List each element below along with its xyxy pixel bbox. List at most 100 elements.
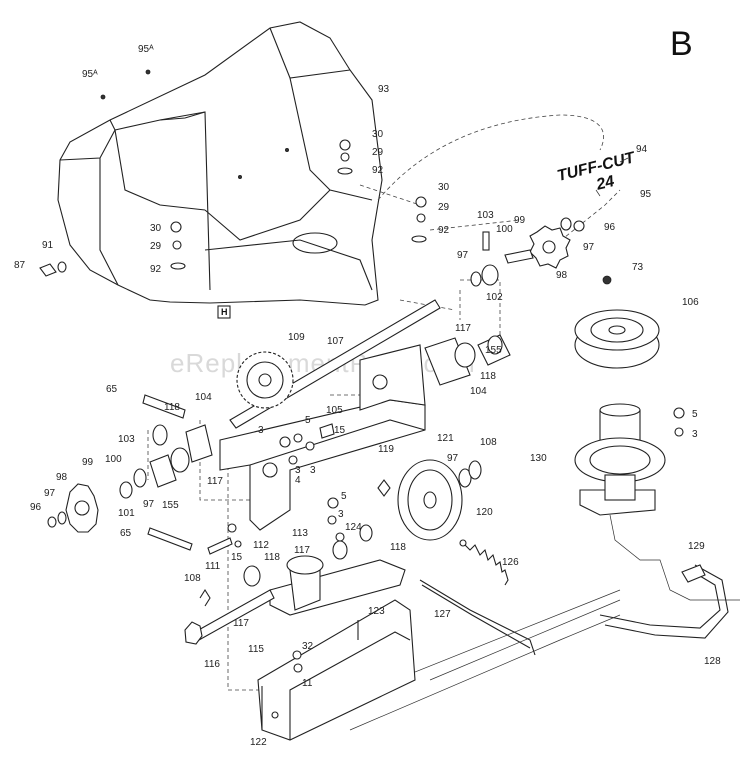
hub-102-group [470, 217, 585, 287]
callout-100a: 100 [496, 224, 513, 235]
callout-122: 122 [250, 737, 267, 748]
callout-65a: 65 [106, 384, 118, 395]
callout-109: 109 [288, 332, 305, 343]
callout-3c: 3 [692, 429, 698, 440]
svg-text:24: 24 [594, 173, 616, 194]
callout-29a: 29 [372, 147, 384, 158]
callout-120: 120 [476, 507, 493, 518]
callout-30a: 30 [372, 129, 384, 140]
callout-94: 94 [636, 144, 648, 155]
callout-29c: 29 [150, 241, 162, 252]
pulley-120 [397, 459, 482, 541]
callout-117a: 117 [455, 323, 471, 334]
callout-104b: 104 [195, 392, 212, 403]
callout-99a: 99 [514, 215, 526, 226]
spindle-130 [574, 403, 685, 516]
gear-98-left [47, 481, 133, 533]
callout-96a: 96 [604, 222, 616, 233]
callout-30b: 30 [438, 182, 450, 193]
callout-87: 87 [14, 260, 26, 271]
callout-95a_1: 95ᴬ [138, 44, 154, 55]
callout-3e: 3 [310, 465, 316, 476]
callout-91: 91 [42, 240, 54, 251]
callout-119: 119 [378, 444, 394, 455]
callout-155b: 155 [162, 500, 179, 511]
callout-5c: 5 [341, 491, 347, 502]
callout-15b: 15 [231, 552, 243, 563]
callout-3b: 3 [295, 465, 301, 476]
callout-101: 101 [118, 508, 135, 519]
callout-118a: 118 [480, 371, 496, 382]
bearing-assembly-left [133, 394, 213, 488]
callout-100b: 100 [105, 454, 122, 465]
callout-102: 102 [486, 292, 503, 303]
callout-92c: 92 [150, 264, 162, 275]
callout-95a_2: 95ᴬ [82, 69, 98, 80]
callout-117c: 117 [294, 545, 310, 556]
callout-113: 113 [292, 528, 308, 539]
callout-130: 130 [530, 453, 547, 464]
callout-29b: 29 [438, 202, 450, 213]
spring-126 [459, 539, 509, 586]
callout-98a: 98 [556, 270, 568, 281]
callout-3d: 3 [338, 509, 344, 520]
callout-112: 112 [253, 540, 269, 551]
callout-118d: 118 [264, 552, 280, 563]
callout-107: 107 [327, 336, 344, 347]
bolt-65-lower [147, 527, 193, 551]
callout-103b: 103 [118, 434, 135, 445]
callout-30c: 30 [150, 223, 162, 234]
rod-127 [419, 579, 536, 656]
gear-98-top [529, 225, 571, 269]
callout-124: 124 [345, 522, 362, 533]
callout-103a: 103 [477, 210, 494, 221]
callout-111: 111 [205, 561, 221, 572]
callout-93: 93 [378, 84, 390, 95]
bearing-assembly-right [424, 334, 511, 386]
callout-106: 106 [682, 297, 699, 308]
callout-5a: 5 [305, 415, 311, 426]
callout-118c: 118 [390, 542, 406, 553]
callout-92b: 92 [438, 225, 450, 236]
sprocket-109 [236, 351, 294, 409]
callout-98b: 98 [56, 472, 68, 483]
callout-117d: 117 [233, 618, 249, 629]
callout-127: 127 [434, 609, 451, 620]
callout-96b: 96 [30, 502, 42, 513]
callout-5b: 5 [692, 409, 698, 420]
callout-117b: 117 [207, 476, 223, 487]
callout-123: 123 [368, 606, 385, 617]
section-letter: B [670, 25, 693, 63]
callout-97c: 97 [44, 488, 56, 499]
callout-126: 126 [502, 557, 519, 568]
callout-104a: 104 [470, 386, 487, 397]
shroud-housing [57, 21, 383, 306]
svg-text:H: H [221, 307, 228, 317]
hardware-stack-left [170, 221, 186, 270]
callout-118b: 118 [164, 402, 180, 413]
callout-129: 129 [688, 541, 705, 552]
callout-3a: 3 [258, 425, 264, 436]
bracket-121 [219, 344, 426, 531]
decal-leaders [595, 157, 629, 197]
callout-108b: 108 [184, 573, 201, 584]
callout-32: 32 [302, 641, 314, 652]
callout-4: 4 [295, 475, 301, 486]
callout-97e: 97 [447, 453, 459, 464]
axle-116 [184, 588, 275, 645]
callout-128: 128 [704, 656, 721, 667]
hardware-stack-right [411, 196, 427, 243]
routing-dashes [147, 114, 621, 691]
callout-105: 105 [326, 405, 343, 416]
bracket-122 [257, 599, 416, 741]
callout-73: 73 [632, 262, 644, 273]
callout-115: 115 [248, 644, 264, 655]
hardware-middle [227, 423, 391, 548]
callout-108a: 108 [480, 437, 497, 448]
callout-97b: 97 [457, 250, 469, 261]
callout-97a: 97 [583, 242, 595, 253]
callout-99b: 99 [82, 457, 94, 468]
callout-15a: 15 [334, 425, 346, 436]
